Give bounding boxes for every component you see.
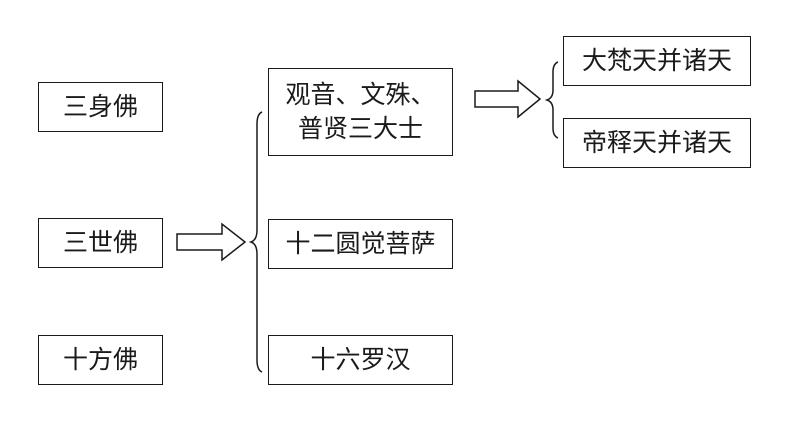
node-label: 十方佛: [62, 345, 138, 375]
arrow-right-icon: [474, 79, 542, 119]
arrow-right-icon: [176, 222, 247, 262]
node-label-line-1: 观音、文殊、: [285, 80, 436, 110]
node-indra-devas: 帝释天并诸天: [563, 118, 751, 168]
node-label: 十二圆觉菩萨: [285, 229, 436, 259]
node-label: 三世佛: [62, 228, 138, 258]
node-label-line-2: 普贤三大士: [297, 114, 423, 143]
node-label: 十六罗汉: [310, 345, 411, 375]
node-brahma-devas: 大梵天并诸天: [563, 36, 751, 86]
node-twelve-yuanjue-bodhisattvas: 十二圆觉菩萨: [268, 219, 453, 269]
node-label: 三身佛: [62, 92, 138, 122]
node-sanshi-fo: 三世佛: [38, 218, 163, 268]
node-label: 大梵天并诸天: [581, 46, 732, 76]
node-sixteen-arhats: 十六罗汉: [268, 335, 453, 385]
node-sanshen-fo: 三身佛: [38, 82, 163, 132]
node-shifang-fo: 十方佛: [38, 335, 163, 385]
middle-brace: [248, 111, 263, 373]
right-brace: [544, 61, 559, 139]
node-three-great-bodhisattvas: 观音、文殊、 普贤三大士: [268, 68, 453, 156]
node-label: 帝释天并诸天: [581, 128, 732, 158]
